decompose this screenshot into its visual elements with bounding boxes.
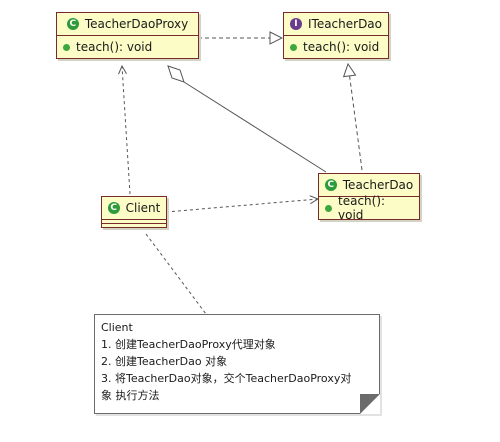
public-method-icon bbox=[63, 43, 70, 51]
class-header: C Client bbox=[102, 197, 166, 220]
class-name: TeacherDao bbox=[342, 178, 414, 192]
interface-iteacher-dao[interactable]: I ITeacherDao teach(): void bbox=[283, 12, 389, 59]
aggregation-diamond bbox=[167, 65, 185, 83]
class-header: C TeacherDaoProxy bbox=[57, 13, 198, 36]
class-header: C TeacherDao bbox=[319, 174, 419, 197]
public-method-icon bbox=[290, 43, 297, 51]
note-line: 3. 将TeacherDao对象，交个TeacherDaoProxy对 bbox=[101, 372, 352, 385]
class-icon: C bbox=[66, 18, 79, 30]
class-name: TeacherDaoProxy bbox=[84, 17, 189, 31]
note-line: 2. 创建TeacherDao 对象 bbox=[101, 355, 228, 368]
operation-label: teach(): void bbox=[76, 40, 153, 54]
class-teacher-dao-proxy[interactable]: C TeacherDaoProxy teach(): void bbox=[56, 12, 199, 59]
note-anchor bbox=[145, 233, 207, 315]
proxy-aggregates-dao bbox=[183, 81, 327, 173]
interface-icon: I bbox=[289, 18, 302, 30]
operation-label: teach(): void bbox=[303, 40, 380, 54]
note-line: 象 执行方法 bbox=[101, 389, 160, 402]
dao-implements-interface bbox=[348, 64, 363, 171]
note-line: Client bbox=[101, 321, 133, 334]
empty-compartment bbox=[102, 220, 166, 224]
operation-row: teach(): void bbox=[57, 36, 198, 58]
public-method-icon bbox=[325, 204, 332, 212]
interface-header: I ITeacherDao bbox=[284, 13, 388, 36]
class-icon: C bbox=[107, 202, 120, 214]
client-uses-dao bbox=[165, 199, 318, 213]
note-fold-corner bbox=[360, 394, 380, 414]
operation-row: teach(): void bbox=[319, 194, 419, 222]
note[interactable]: Client 1. 创建TeacherDaoProxy代理对象 2. 创建Tea… bbox=[94, 314, 380, 414]
operation-row: teach(): void bbox=[284, 36, 388, 58]
interface-name: ITeacherDao bbox=[307, 17, 383, 31]
class-teacher-dao[interactable]: C TeacherDao teach(): void bbox=[318, 173, 420, 222]
note-line: 1. 创建TeacherDaoProxy代理对象 bbox=[101, 338, 276, 351]
client-uses-proxy bbox=[122, 66, 131, 195]
class-icon: C bbox=[324, 179, 337, 191]
operation-label: teach(): void bbox=[338, 194, 386, 222]
class-client[interactable]: C Client bbox=[101, 196, 167, 228]
empty-compartment bbox=[102, 224, 166, 227]
class-name: Client bbox=[125, 201, 161, 215]
